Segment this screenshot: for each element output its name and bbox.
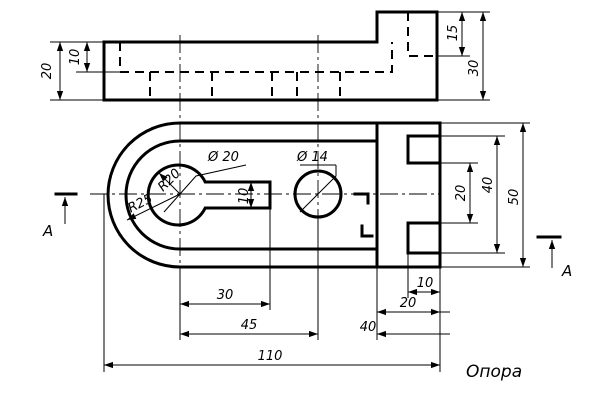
dim-r25: R25 [126, 191, 156, 216]
keyhole-slot-outline [146, 163, 272, 227]
front-view-hidden-holes [149, 72, 341, 100]
top-view-inner-slot [124, 139, 379, 251]
radius-diameter-annotations: R20 R25 Ø 20 Ø 14 10 [126, 150, 337, 221]
dim-front-left-10: 10 [68, 49, 83, 66]
top-view-outline [106, 121, 442, 269]
dim-right-40: 40 [481, 177, 496, 194]
dim-d20: Ø 20 [207, 150, 239, 165]
dim-d14: Ø 14 [296, 150, 328, 165]
dim-bottom-10: 10 [417, 276, 434, 291]
section-label-left: A [42, 222, 53, 240]
dim-front-left-20: 20 [40, 63, 55, 80]
front-view-hidden-slot [119, 42, 393, 73]
section-label-right: A [561, 262, 572, 280]
section-line-step [353, 192, 370, 205]
dim-bottom-40: 40 [360, 320, 377, 335]
bottom-dimensions: 30 45 110 40 20 10 [103, 194, 450, 372]
dim-front-right-30: 30 [467, 60, 482, 77]
dim-bottom-30: 30 [217, 288, 234, 303]
dim-bottom-110: 110 [258, 349, 283, 364]
section-mark-right: A [536, 235, 572, 280]
dim-bottom-20: 20 [400, 296, 417, 311]
dim-right-50: 50 [507, 189, 522, 206]
front-view-hidden-step [407, 12, 437, 57]
dim-right-20: 20 [454, 185, 469, 202]
front-view-outline [102, 10, 439, 102]
dim-front-right-15: 15 [446, 25, 461, 42]
dim-bottom-45: 45 [241, 318, 258, 333]
top-view [90, 121, 442, 269]
part-caption: Опора [466, 362, 522, 382]
top-view-notch-upper [406, 134, 442, 165]
top-right-dimensions: 20 40 50 [440, 122, 530, 268]
dim-slot-10: 10 [237, 188, 252, 205]
section-mark-left: A [42, 192, 78, 240]
front-right-dimensions: 15 30 [437, 11, 490, 101]
section-line-step-lower [360, 224, 374, 238]
front-left-dimensions: 20 10 [40, 41, 120, 101]
top-view-notch-lower [406, 221, 442, 255]
